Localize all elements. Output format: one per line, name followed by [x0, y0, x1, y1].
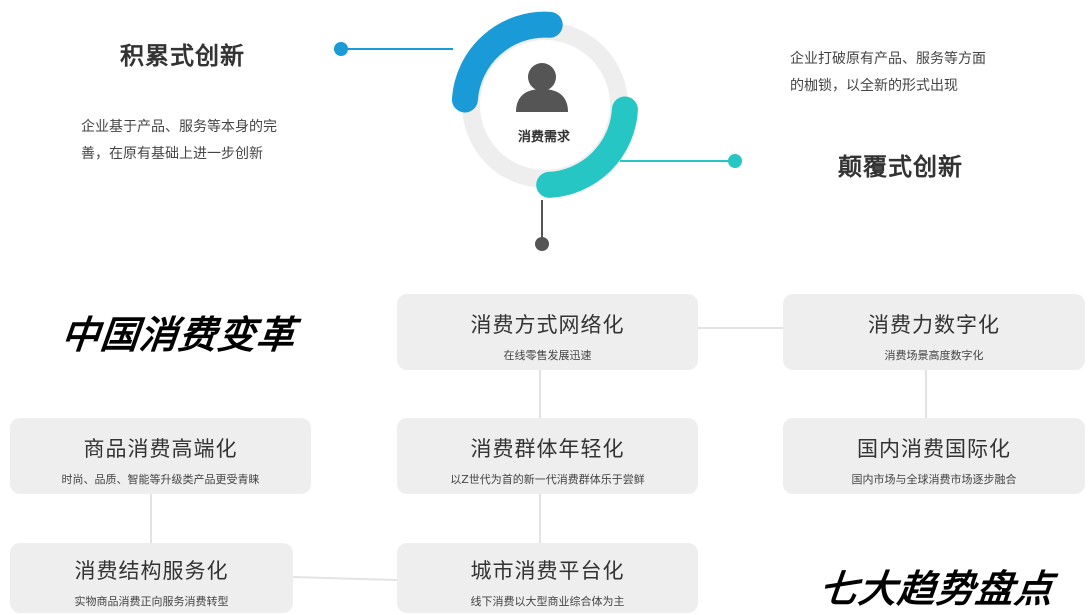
card-title: 消费方式网络化 — [470, 313, 625, 337]
card-service-consumption: 消费结构服务化 实物商品消费正向服务消费转型 — [10, 543, 293, 613]
desc-accumulative: 企业基于产品、服务等本身的完 善，在原有基础上进一步创新 — [81, 114, 277, 168]
card-international-consumption: 国内消费国际化 国内市场与全球消费市场逐步融合 — [783, 418, 1085, 494]
person-icon — [516, 63, 568, 112]
desc-accumulative-line1: 企业基于产品、服务等本身的完 — [81, 119, 277, 135]
connector-service-platform — [292, 576, 398, 581]
card-title: 商品消费高端化 — [83, 437, 238, 461]
ring-arc-blue — [451, 11, 563, 113]
card-subtitle: 在线零售发展迅速 — [503, 349, 592, 362]
card-title: 国内消费国际化 — [857, 437, 1011, 461]
card-online-consumption: 消费方式网络化 在线零售发展迅速 — [397, 294, 698, 370]
callout-dot-bottom — [535, 237, 549, 251]
card-title: 消费力数字化 — [868, 313, 1000, 337]
desc-disruptive-line2: 的枷锁，以全新的形式出现 — [790, 78, 958, 94]
ring-arc-teal — [536, 96, 638, 198]
card-title: 城市消费平台化 — [470, 559, 625, 583]
title-china-consumption-change: 中国消费变革 — [59, 313, 298, 357]
card-platform-consumption: 城市消费平台化 线下消费以大型商业综合体为主 — [397, 543, 698, 613]
desc-disruptive-line1: 企业打破原有产品、服务等方面 — [790, 51, 986, 67]
card-subtitle: 国内市场与全球消费市场逐步融合 — [851, 473, 1017, 486]
card-subtitle: 实物商品消费正向服务消费转型 — [74, 595, 229, 608]
card-subtitle: 线下消费以大型商业综合体为主 — [470, 595, 625, 608]
callout-dot-right — [728, 154, 742, 168]
title-seven-trends: 七大趋势盘点 — [817, 567, 1056, 611]
card-high-end-consumption: 商品消费高端化 时尚、品质、智能等升级类产品更受青睐 — [10, 418, 311, 494]
heading-accumulative-innovation: 积累式创新 — [120, 42, 245, 70]
ring-center-label: 消费需求 — [517, 130, 570, 145]
card-younger-consumers: 消费群体年轻化 以Z世代为首的新一代消费群体乐于尝鲜 — [397, 418, 698, 494]
card-subtitle: 时尚、品质、智能等升级类产品更受青睐 — [61, 473, 260, 486]
card-title: 消费群体年轻化 — [470, 437, 625, 461]
callout-dot-left — [334, 42, 348, 56]
card-subtitle: 以Z世代为首的新一代消费群体乐于尝鲜 — [450, 473, 645, 486]
card-digital-consumption: 消费力数字化 消费场景高度数字化 — [783, 294, 1085, 370]
desc-disruptive: 企业打破原有产品、服务等方面 的枷锁，以全新的形式出现 — [790, 46, 986, 100]
heading-disruptive-innovation: 颠覆式创新 — [838, 153, 963, 181]
desc-accumulative-line2: 善，在原有基础上进一步创新 — [81, 146, 263, 162]
card-title: 消费结构服务化 — [74, 559, 229, 583]
card-subtitle: 消费场景高度数字化 — [884, 349, 984, 362]
